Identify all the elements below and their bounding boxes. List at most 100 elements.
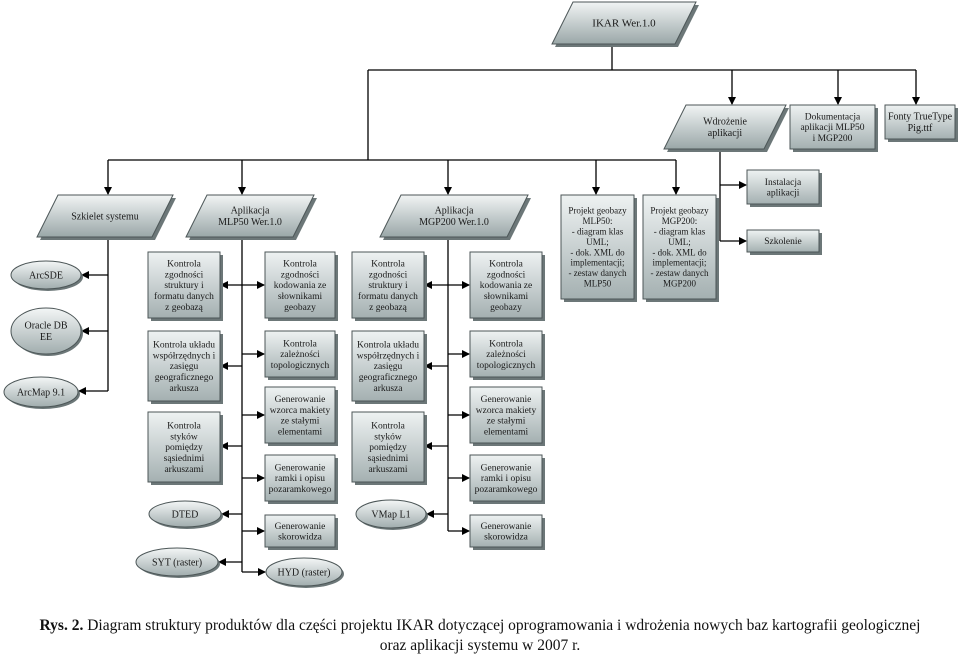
node-label-line: ze stałymi [281, 417, 320, 427]
node-label-line: struktury i [164, 281, 204, 291]
node-label-line: - zestaw danych [651, 268, 709, 278]
node-label-line: Dokumentacja [805, 112, 861, 122]
node-label-line: skorowidza [278, 533, 323, 543]
node-label-line: Kontrola [283, 339, 318, 349]
node-label-line: zgodności [281, 270, 320, 280]
node-label-line: z geobazą [369, 303, 407, 313]
node-label-line: pomiędzy [165, 443, 203, 453]
node-label-line: Oracle DB [24, 321, 67, 332]
node-label-line: Generowanie [481, 463, 532, 473]
node-label-line: - diagram klas [654, 226, 706, 236]
node-label-line: UML; [586, 237, 609, 247]
node-label-line: geograficznego [359, 372, 418, 383]
node-label-line: MLP50 [584, 278, 612, 288]
node-label-line: - dok. XML do [652, 247, 707, 257]
node-label-line: MGP200 [663, 278, 697, 288]
node-label-line: zasięgu [374, 362, 403, 372]
node-label-line: Instalacja [765, 178, 802, 188]
node-label-line: geograficznego [155, 372, 214, 383]
node-label-line: Generowanie [275, 522, 326, 532]
node-label-line: ze stałymi [487, 417, 526, 427]
node-label-line: pozaramkowego [475, 485, 538, 495]
node-label-line: geobazy [490, 303, 522, 313]
node-label-line: Kontrola układu [153, 340, 215, 350]
node-label-line: Generowanie [275, 463, 326, 473]
node-label-line: DTED [172, 509, 199, 520]
node-label-line: wzorca makiety [476, 406, 537, 416]
node-label-line: zgodności [487, 270, 526, 280]
node-label-line: Projekt geobazy [568, 206, 627, 216]
node-label-line: Wdrożenie [703, 117, 747, 128]
node-label-line: skorowidza [484, 533, 529, 543]
node-label-line: zależności [486, 350, 526, 360]
node-label-line: - diagram klas [572, 226, 624, 236]
node-label-line: geobazy [284, 303, 316, 313]
node-label-line: zgodności [369, 270, 408, 280]
node-arcmap: ArcMap 9.1 [3, 376, 80, 409]
node-label-line: współrzędnych i [357, 351, 420, 361]
node-label-line: kodowania ze [480, 281, 533, 291]
node-label-line: Projekt geobazy [650, 206, 709, 216]
node-label-line: arkuszami [164, 465, 203, 475]
node-label-line: struktury i [368, 281, 408, 291]
node-m-hyd: HYD (raster) [265, 557, 344, 588]
node-ikar: IKAR Wer.1.0 [551, 1, 699, 47]
node-label-line: topologicznych [271, 361, 330, 371]
node-label-line: współrzędnych i [153, 351, 216, 361]
node-label-line: arkusza [373, 384, 403, 394]
node-label-line: aplikacji [767, 189, 800, 199]
node-label-line: sąsiednimi [164, 454, 205, 464]
node-label-line: słownikami [484, 292, 529, 302]
node-label-line: Aplikacja [231, 206, 270, 217]
caption-lead: Rys. 2. [39, 617, 84, 634]
node-label-line: VMap L1 [371, 509, 410, 520]
node-label-line: Aplikacja [435, 206, 474, 217]
node-label-line: elementami [278, 428, 323, 438]
caption-line-2: oraz aplikacji systemu w 2007 r. [379, 637, 581, 654]
node-label-line: Kontrola [489, 339, 524, 349]
node-label-line: aplikacji MLP50 [800, 123, 864, 133]
node-label-line: Szkielet systemu [71, 211, 139, 222]
connector-lines [78, 44, 920, 576]
node-label-line: Generowanie [481, 395, 532, 405]
node-label-line: implementacji; [571, 258, 625, 268]
node-m-syt: SYT (raster) [135, 547, 220, 578]
node-label-line: słownikami [278, 292, 323, 302]
node-g-k3: Kontrolastykówpomiędzysąsiednimiarkuszam… [351, 411, 427, 485]
node-label-line: sąsiednimi [368, 454, 409, 464]
node-label-line: implementacji; [653, 258, 707, 268]
node-szkielet: Szkielet systemu [36, 194, 176, 240]
node-label-line: MLP50 Wer.1.0 [218, 217, 282, 228]
node-label-line: ArcMap 9.1 [17, 387, 65, 398]
node-label-line: topologicznych [477, 361, 536, 371]
node-label-line: ramki i opisu [481, 474, 531, 484]
node-label-line: Kontrola [371, 259, 406, 269]
node-label-line: pozaramkowego [269, 485, 332, 495]
node-label-line: Kontrola [489, 259, 524, 269]
node-label-line: Kontrola [371, 421, 406, 431]
node-label-line: EE [40, 332, 52, 343]
node-label-line: wzorca makiety [270, 406, 331, 416]
node-label-line: kodowania ze [274, 281, 327, 291]
node-label-line: - dok. XML do [570, 247, 625, 257]
node-label-line: Szkolenie [764, 237, 801, 247]
node-label-line: MGP200 Wer.1.0 [419, 217, 489, 228]
